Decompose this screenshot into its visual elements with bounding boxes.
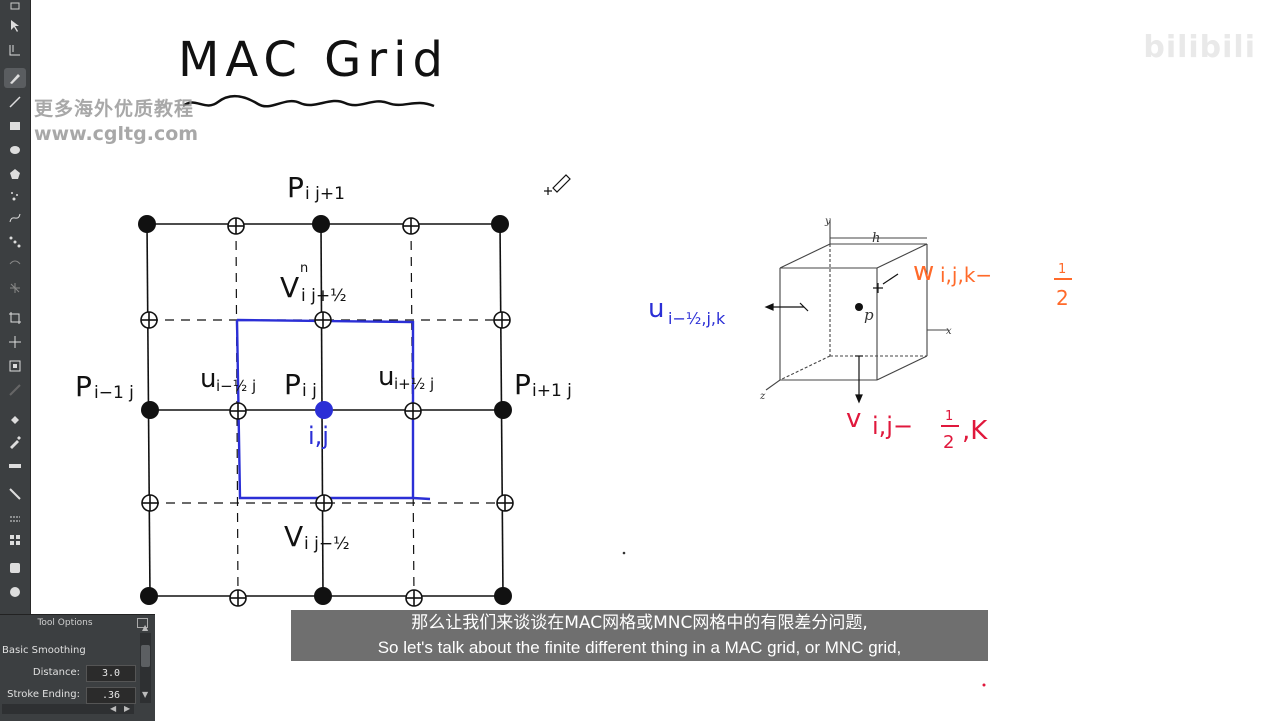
distance-label: Distance: bbox=[32, 667, 80, 678]
v-face-frac-num: 1 bbox=[945, 409, 953, 424]
watermark: 更多海外优质教程 www.cgltg.com bbox=[34, 94, 198, 145]
cube-h-label: h bbox=[872, 231, 880, 246]
label-v-top-sub: i j+½ bbox=[301, 286, 347, 306]
toolbar-header-icon[interactable] bbox=[4, 0, 26, 14]
label-v-top-sup: n bbox=[300, 261, 308, 276]
pointer-icon[interactable] bbox=[4, 16, 26, 36]
label-u-left-sub: i−½ j bbox=[216, 377, 256, 395]
label-p-left-sub: i−1 j bbox=[94, 383, 134, 403]
label-p-center: P bbox=[284, 368, 301, 401]
spray-icon[interactable] bbox=[4, 186, 26, 206]
label-v-top: V bbox=[280, 271, 299, 304]
tool-options-panel: Tool Options Basic Smoothing Distance: 3… bbox=[0, 614, 155, 721]
bilibili-logo: bilibili bbox=[1143, 30, 1256, 65]
w-face-sub: i,j,k− bbox=[940, 263, 992, 287]
scroll-down-icon[interactable]: ▼ bbox=[142, 690, 149, 699]
node-icon[interactable] bbox=[4, 232, 26, 252]
select-icon[interactable] bbox=[4, 40, 26, 60]
label-v-bottom-sub: i j−½ bbox=[304, 534, 350, 554]
stroke-ending-input[interactable]: .36 bbox=[86, 687, 136, 704]
polygon-icon[interactable] bbox=[4, 164, 26, 184]
label-u-right-sub: i+½ j bbox=[394, 375, 434, 393]
label-u-left: u bbox=[200, 364, 216, 394]
horizontal-scrollbar[interactable] bbox=[2, 704, 134, 714]
line-icon[interactable] bbox=[4, 92, 26, 112]
brush-icon[interactable] bbox=[4, 68, 26, 88]
title-underline bbox=[182, 94, 435, 108]
move-icon[interactable] bbox=[4, 332, 26, 352]
eyedropper-icon[interactable] bbox=[4, 432, 26, 452]
float-panel-icon[interactable] bbox=[137, 618, 148, 628]
pen-cursor-icon bbox=[544, 174, 571, 195]
scrollbar-thumb[interactable] bbox=[141, 645, 150, 667]
axis-z-label: z bbox=[759, 391, 766, 402]
smoothing-mode-select[interactable]: Basic Smoothing bbox=[2, 645, 86, 656]
axis-x-label: x bbox=[946, 326, 952, 337]
v-face-label: v bbox=[846, 404, 861, 434]
tile-icon[interactable] bbox=[4, 530, 26, 550]
control-cell-outline bbox=[235, 318, 431, 501]
label-v-bottom: V bbox=[284, 520, 303, 553]
watermark-line1: 更多海外优质教程 bbox=[34, 98, 195, 120]
pen-icon[interactable] bbox=[4, 484, 26, 504]
v-face-sub: i,j− bbox=[872, 412, 913, 440]
watermark-line2: www.cgltg.com bbox=[34, 123, 199, 145]
label-u-right: u bbox=[378, 362, 394, 392]
path-icon[interactable] bbox=[4, 208, 26, 228]
w-face-label: w bbox=[913, 257, 934, 287]
subtitle-english: So let's talk about the finite different… bbox=[291, 635, 988, 661]
measure-icon[interactable] bbox=[4, 254, 26, 274]
cube-center-point bbox=[855, 303, 863, 311]
axis-y-label: y bbox=[824, 216, 831, 227]
v-face-frac-den: 2 bbox=[943, 432, 954, 453]
title-text: MAC Grid bbox=[178, 32, 449, 88]
label-p-top-sub: i j+1 bbox=[305, 184, 345, 204]
label-p-top: P bbox=[287, 171, 304, 204]
stroke-ending-label: Stroke Ending: bbox=[7, 689, 80, 700]
subtitle-chinese: 那么让我们来谈谈在MAC网格或MNC网格中的有限差分问题, bbox=[291, 610, 988, 635]
stray-dot bbox=[622, 551, 626, 555]
cube-arrows bbox=[764, 273, 899, 404]
assistant-icon[interactable] bbox=[4, 558, 26, 578]
u-face-label: u bbox=[648, 294, 664, 324]
distance-input[interactable]: 3.0 bbox=[86, 665, 136, 682]
grid-icon[interactable] bbox=[4, 508, 26, 528]
color-icon[interactable] bbox=[4, 456, 26, 476]
zoom-icon[interactable] bbox=[4, 582, 26, 602]
velocity-nodes bbox=[140, 217, 514, 607]
cube-p-label: p bbox=[864, 306, 874, 324]
fill-icon[interactable] bbox=[4, 410, 26, 430]
distance-row: Distance: 3.0 bbox=[0, 665, 140, 682]
cube-diagram bbox=[765, 220, 948, 391]
v-face-tail: ,K bbox=[962, 416, 988, 446]
crop-icon[interactable] bbox=[4, 308, 26, 328]
gradient-icon[interactable] bbox=[4, 380, 26, 400]
pattern-icon[interactable] bbox=[4, 278, 26, 298]
u-face-sub: i−½,j,k bbox=[668, 309, 726, 328]
w-face-frac-num: 1 bbox=[1058, 262, 1066, 277]
label-p-center-sub: i j bbox=[302, 381, 317, 401]
tool-options-title: Tool Options bbox=[37, 618, 93, 628]
scroll-left-icon[interactable]: ◀ bbox=[110, 704, 117, 713]
scroll-right-icon[interactable]: ▶ bbox=[124, 704, 131, 713]
stray-dot-red bbox=[982, 683, 986, 687]
center-pressure-node bbox=[315, 401, 333, 419]
tool-options-scrollbar[interactable] bbox=[140, 633, 151, 703]
label-cell-index: i,j bbox=[308, 422, 329, 450]
ellipse-icon[interactable] bbox=[4, 140, 26, 160]
rect-icon[interactable] bbox=[4, 116, 26, 136]
transform-icon[interactable] bbox=[4, 356, 26, 376]
left-toolbar bbox=[0, 0, 31, 720]
stroke-ending-row: Stroke Ending: .36 bbox=[0, 687, 140, 704]
scroll-up-icon[interactable]: ▲ bbox=[142, 623, 149, 632]
label-p-right: P bbox=[514, 368, 531, 401]
pressure-nodes bbox=[138, 215, 512, 605]
label-p-left: P bbox=[75, 370, 92, 403]
subtitle-box: 那么让我们来谈谈在MAC网格或MNC网格中的有限差分问题, So let's t… bbox=[291, 610, 988, 662]
w-face-frac-den: 2 bbox=[1056, 286, 1069, 310]
label-p-right-sub: i+1 j bbox=[532, 381, 572, 401]
